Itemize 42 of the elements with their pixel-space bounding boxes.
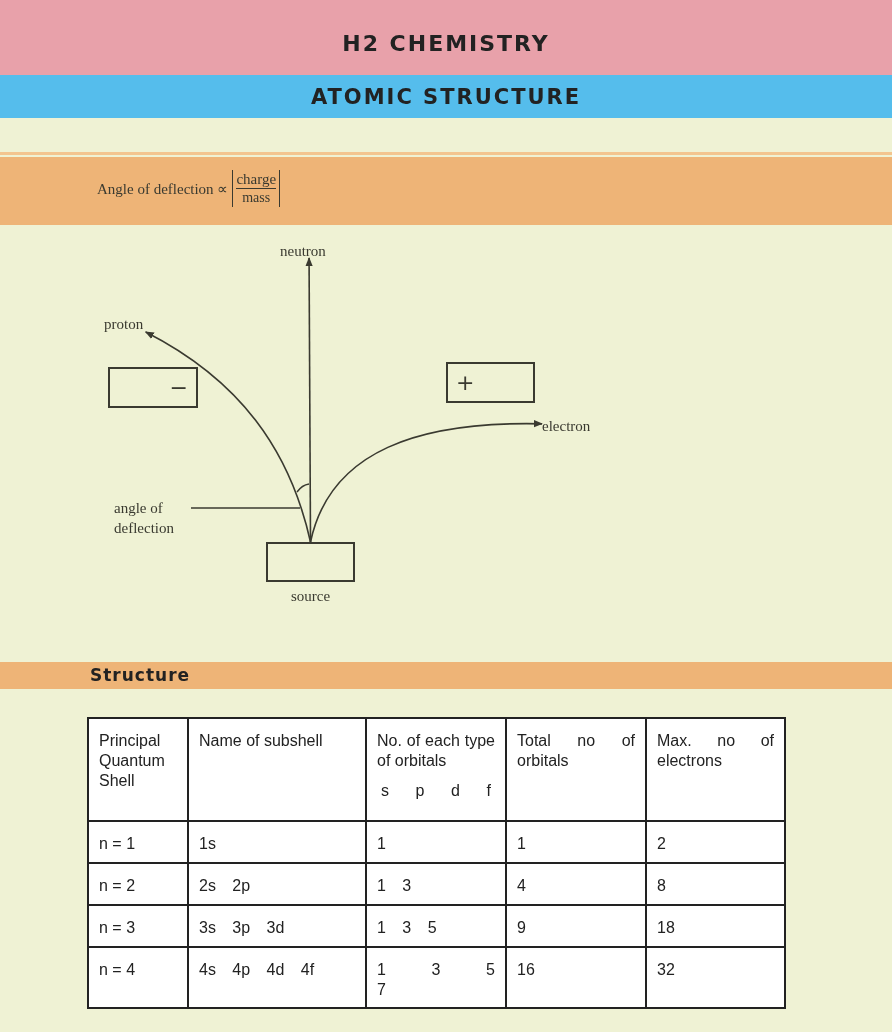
header-text: Total no of orbitals	[517, 731, 635, 771]
particle-label: electron	[542, 417, 592, 436]
table-text: 1 3	[377, 876, 413, 896]
particle-label: proton	[104, 315, 145, 334]
trajectory-arrow	[309, 420, 543, 543]
header-text: Principal Quantum Shell	[99, 731, 166, 791]
leader-line	[190, 507, 301, 509]
trajectory-arrow	[144, 331, 312, 543]
table-text: 1s	[199, 834, 217, 854]
table-text: 32	[657, 960, 676, 980]
heading: ATOMIC STRUCTURE	[309, 85, 583, 109]
particle-label: neutron	[280, 242, 327, 261]
section-heading: Structure	[90, 665, 191, 685]
particle-label: angle of deflection	[114, 499, 175, 538]
fraction: charge mass	[232, 170, 281, 207]
table-text: 4s 4p 4d 4f	[199, 960, 316, 980]
table-text: 1 3 5 7	[377, 960, 495, 1000]
header-text: Name of subshell	[199, 731, 324, 751]
table-text: 4	[517, 876, 527, 896]
source-label: source	[289, 588, 332, 605]
table-text: 1 3 5	[377, 918, 438, 938]
table-text: 3s 3p 3d	[199, 918, 286, 938]
table-text: 1	[377, 834, 387, 854]
source-box	[266, 542, 355, 582]
formula-text: Angle of deflection ∝	[97, 179, 229, 198]
table-text: 2	[657, 834, 667, 854]
heading: H2 CHEMISTRY	[341, 31, 551, 56]
charged-plate: −	[108, 367, 198, 408]
table-text: 1	[517, 834, 527, 854]
table-text: 18	[657, 918, 676, 938]
table-text: n = 4	[99, 960, 137, 980]
table-text: n = 3	[99, 918, 137, 938]
table-text: 9	[517, 918, 527, 938]
header-text: Max. no of electrons	[657, 731, 774, 771]
header-text: s p d f	[380, 781, 492, 801]
table-text: n = 2	[99, 876, 137, 896]
table-text: n = 1	[99, 834, 137, 854]
table-text: 8	[657, 876, 667, 896]
charged-plate: +	[446, 362, 535, 403]
header-text: No. of each type of orbitals	[377, 731, 495, 771]
table-text: 2s 2p	[199, 876, 252, 896]
table-text: 16	[517, 960, 536, 980]
